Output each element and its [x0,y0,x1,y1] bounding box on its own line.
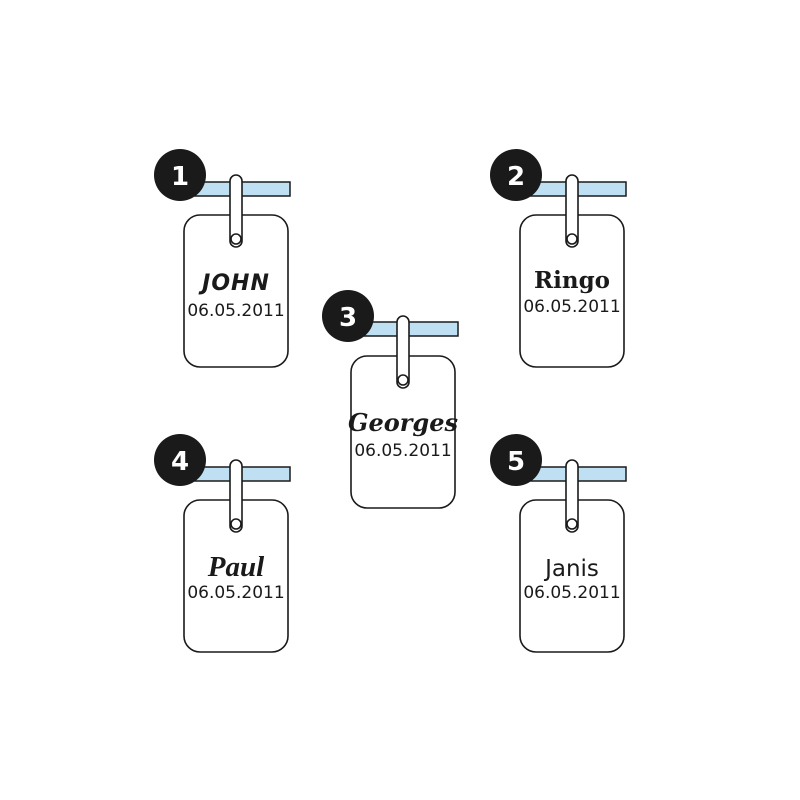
tag-name: Janis [543,556,599,582]
tag-option-3: 3 Georges 06.05.2011 [322,290,459,509]
number-label: 4 [171,447,189,477]
tag-loop [229,459,243,533]
tag-option-1: 1 JOHN 06.05.2011 [154,149,291,368]
number-badge [322,290,374,342]
tag-name: Georges [348,408,458,437]
tag-date: 06.05.2011 [187,583,284,603]
tag-name: JOHN [198,271,270,296]
tag-option-5: 5 Janis 06.05.2011 [490,434,627,653]
tag-loop [229,174,243,248]
tag-option-4: 4 Paul 06.05.2011 [154,434,291,653]
cord [362,321,459,337]
tag-hole [566,518,578,530]
tag-loop [565,174,579,248]
tag-option-2: 2 Ringo 06.05.2011 [490,149,627,368]
tag-name: Paul [207,551,265,583]
number-badge [490,149,542,201]
tag-name: Ringo [534,267,610,294]
number-label: 3 [339,303,357,333]
tag-date: 06.05.2011 [187,301,284,321]
tag-hole [397,374,409,386]
number-label: 1 [171,162,189,192]
number-label: 5 [507,447,525,477]
tag-loop [396,315,410,389]
tag-date: 06.05.2011 [523,297,620,317]
tag-loop [565,459,579,533]
tag-date: 06.05.2011 [523,583,620,603]
number-badge [490,434,542,486]
tag-hole [566,233,578,245]
tag-hole [230,518,242,530]
number-badge [154,149,206,201]
tag-date: 06.05.2011 [354,441,451,461]
number-badge [154,434,206,486]
tag-hole [230,233,242,245]
number-label: 2 [507,162,525,192]
